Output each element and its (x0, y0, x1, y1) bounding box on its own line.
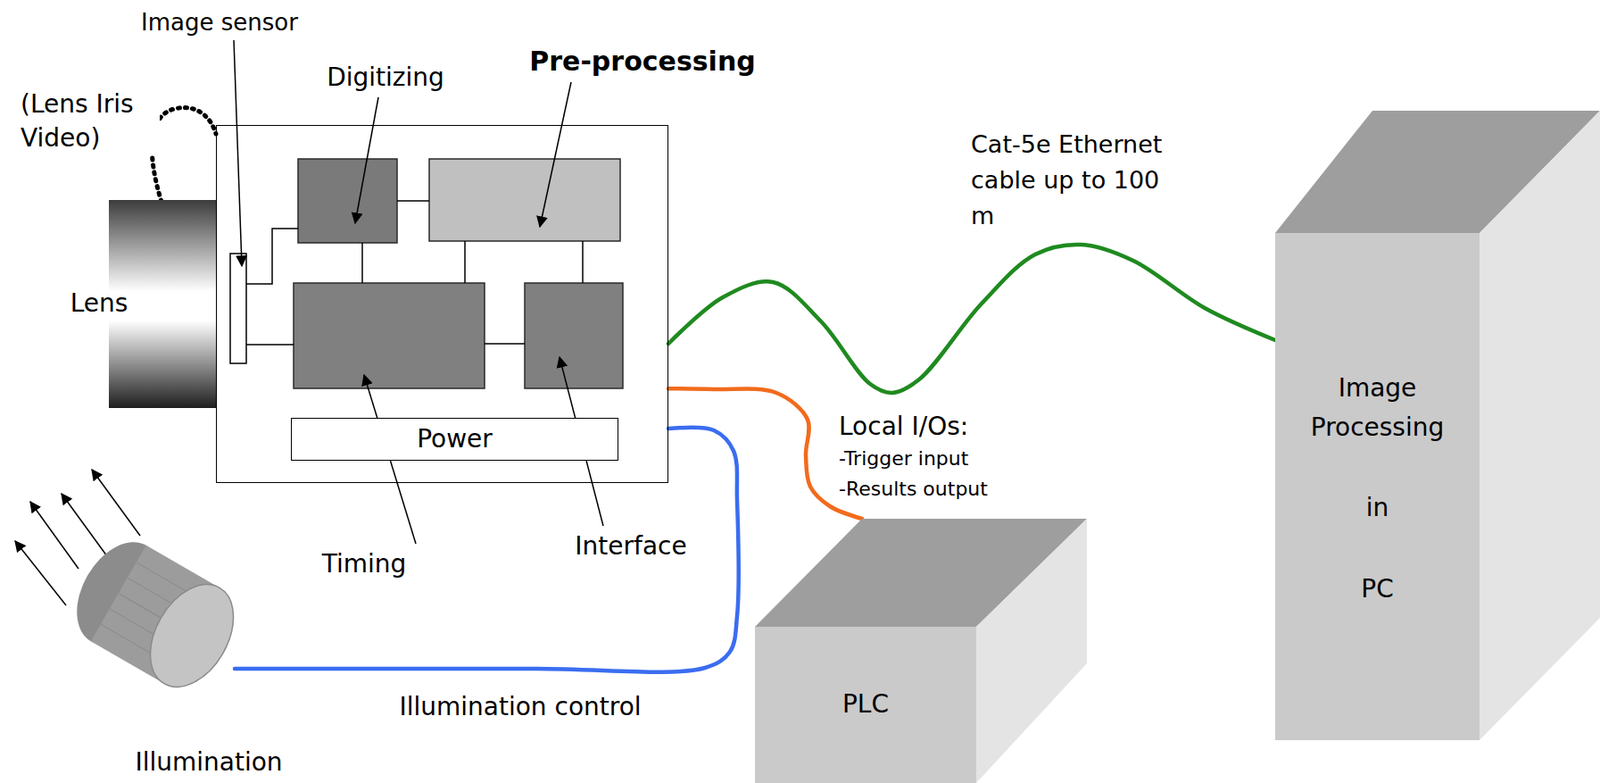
node-text: Power (416, 423, 493, 455)
lamp-outline (75, 539, 235, 689)
preprocessing-block (429, 158, 621, 241)
internal-wire (246, 228, 299, 284)
light-ray (30, 501, 79, 569)
leader-arrow (233, 40, 242, 266)
node-text: Lens (70, 288, 129, 319)
callout-label: -Results output (837, 477, 990, 501)
callout-label: Timing (320, 548, 409, 580)
leader-arrow (355, 97, 379, 224)
box-side (1479, 110, 1600, 740)
node-text: Image Processing (1293, 368, 1463, 448)
cable (668, 244, 1276, 393)
callout-label: Pre-processing (527, 44, 757, 79)
camera-housing: Power (215, 124, 669, 483)
leader-arrow (539, 82, 572, 227)
cable-label: Cat-5e Ethernet cable up to 100 m (969, 126, 1165, 234)
internal-wire (484, 342, 525, 345)
light-ray (91, 469, 141, 536)
cable-label: Illumination control (397, 691, 643, 722)
image-sensor-chip (230, 253, 247, 364)
callout-label: (Lens Iris Video) (18, 87, 160, 156)
internal-wire (361, 242, 364, 283)
box-side (976, 518, 1087, 783)
plc-box: PLC (754, 518, 1087, 783)
node-text: PC (1360, 571, 1393, 607)
lamp-front (132, 569, 250, 701)
callout-label: Digitizing (324, 62, 447, 93)
light-ray (61, 493, 108, 556)
light-ray (15, 540, 67, 606)
node-text: Illumination (134, 747, 282, 776)
illumination-lamp: Illumination (75, 539, 235, 689)
cable-label: Local I/Os: (837, 411, 970, 442)
internal-wiring (246, 200, 583, 345)
box-front (1275, 232, 1480, 740)
callout-label: -Trigger input (837, 447, 970, 471)
plc-outline (754, 518, 1087, 783)
internal-wire (397, 199, 430, 202)
node-text: PLC (842, 688, 889, 720)
callout-label: Interface (572, 530, 689, 562)
power-block: Power (290, 417, 619, 461)
internal-wire (246, 343, 294, 346)
callout-label: Image sensor (139, 8, 300, 36)
digitizing-block (298, 158, 398, 243)
leader-lines (233, 40, 604, 544)
interface-block (524, 282, 623, 389)
internal-wire (464, 240, 466, 283)
cable (234, 427, 739, 672)
internal-wire (581, 240, 584, 283)
lens-body: Lens (108, 199, 216, 408)
cable (668, 388, 863, 519)
pc-box: Image Processing inPC (1275, 110, 1600, 740)
node-text: in (1366, 489, 1390, 526)
timing-block (293, 282, 485, 389)
box-front (754, 626, 977, 783)
lamp-cylinder (59, 527, 251, 702)
iris-video-cable (151, 107, 216, 202)
